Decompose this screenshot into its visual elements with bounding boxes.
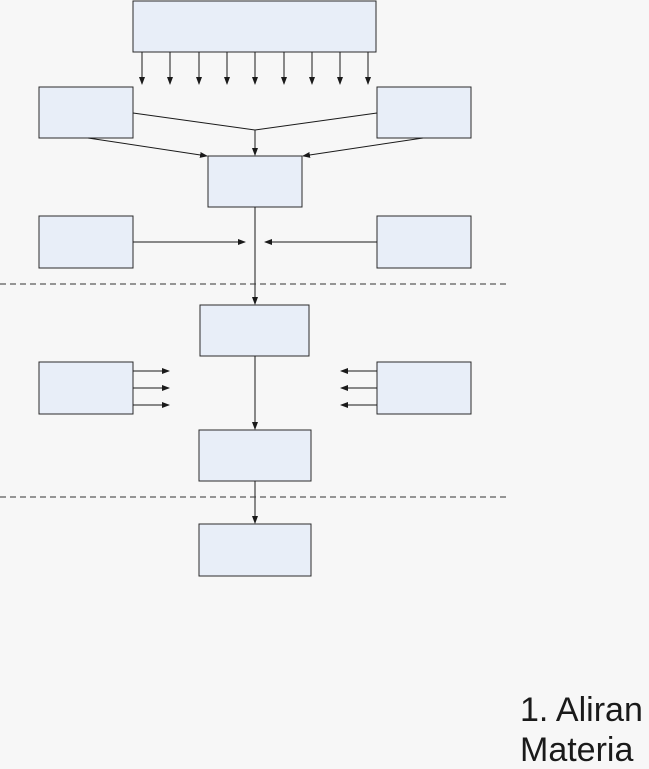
upper-right-box (376, 86, 472, 139)
center-process-box (207, 155, 303, 208)
stage-three-box (198, 429, 312, 482)
top-input-box (132, 0, 377, 53)
lower-right-box (376, 361, 472, 415)
slide-caption: 1. Aliran Materia (520, 690, 649, 769)
upper-left-box (38, 86, 134, 139)
arrow-left-to-center (87, 137, 208, 158)
connector-line (132, 112, 256, 131)
converging-links (87, 112, 424, 158)
arrow-right-to-center (302, 137, 424, 158)
lower-right-arrows (340, 368, 377, 408)
lower-left-arrows (133, 368, 170, 408)
output-box (198, 523, 312, 577)
stage-two-box (199, 304, 310, 357)
caption-line-1: 1. Aliran (520, 691, 643, 729)
middle-right-box (376, 215, 472, 269)
middle-left-box (38, 215, 134, 269)
connector-line (254, 112, 378, 131)
caption-line-2: Materia (520, 731, 634, 769)
input-arrows (139, 52, 371, 85)
lower-left-box (38, 361, 134, 415)
